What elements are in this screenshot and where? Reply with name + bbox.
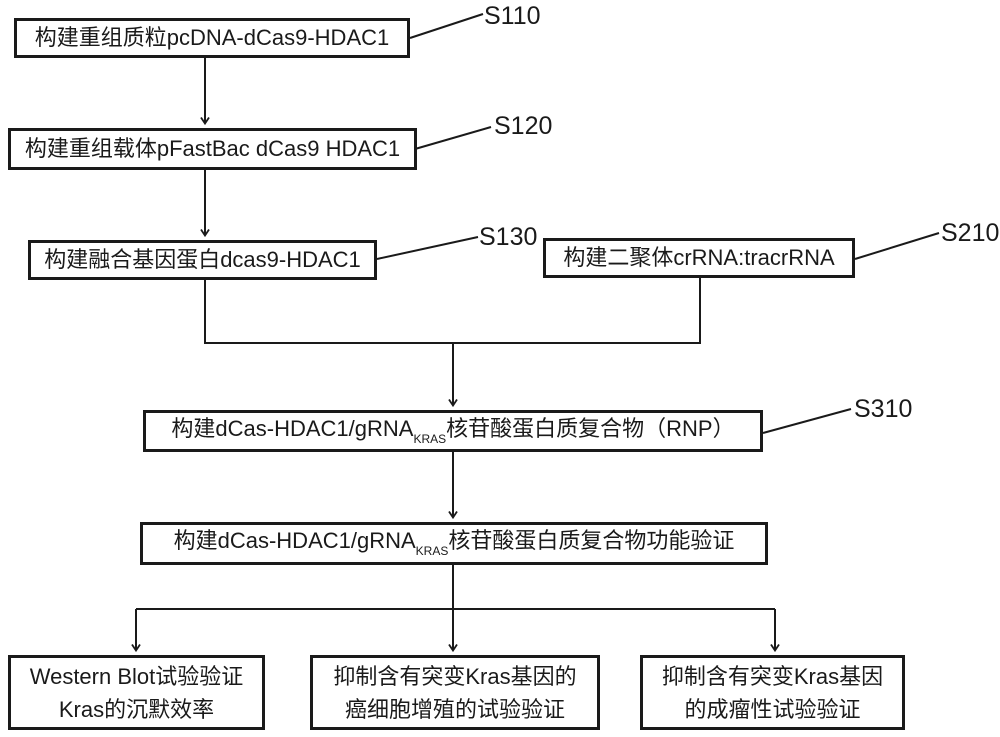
step-label-s130: S130 (479, 223, 538, 251)
flow-box-label-line1: Western Blot试验验证 (29, 663, 244, 689)
step-label-s310: S310 (854, 395, 913, 423)
flow-box-tumorigenicity-validation: 抑制含有突变Kras基因 的成瘤性试验验证 (640, 655, 905, 730)
flow-box-build-rnp-complex: 构建dCas-HDAC1/gRNAKRAS核苷酸蛋白质复合物（RNP） (143, 410, 763, 452)
step-label-s210: S210 (941, 219, 1000, 247)
flow-box-label-line2: 癌细胞增殖的试验验证 (344, 696, 565, 722)
flow-box-label: 构建dCas-HDAC1/gRNAKRAS核苷酸蛋白质复合物功能验证 (174, 527, 735, 559)
func-label-suffix: 核苷酸蛋白质复合物功能验证 (448, 528, 735, 554)
callout-line-s310 (762, 408, 852, 434)
flow-box-proliferation-validation: 抑制含有突变Kras基因的 癌细胞增殖的试验验证 (310, 655, 600, 730)
flow-box-label-line2: Kras的沉默效率 (58, 696, 215, 722)
func-label-prefix: 构建dCas-HDAC1/gRNA (173, 528, 416, 554)
flow-box-build-fusion-protein: 构建融合基因蛋白dcas9-HDAC1 (28, 240, 377, 280)
func-label-subscript: KRAS (415, 544, 449, 559)
flow-box-label: 构建二聚体crRNA:tracrRNA (563, 244, 835, 270)
flow-box-label-line1: 抑制含有突变Kras基因 (661, 663, 884, 689)
flow-box-label: 构建重组载体pFastBac dCas9 HDAC1 (24, 135, 401, 161)
rnp-label-prefix: 构建dCas-HDAC1/gRNA (171, 415, 414, 441)
step-label-s120: S120 (494, 112, 553, 140)
step-label-s110: S110 (484, 2, 541, 30)
flow-box-rnp-function-validation: 构建dCas-HDAC1/gRNAKRAS核苷酸蛋白质复合物功能验证 (140, 522, 768, 565)
rnp-label-suffix: 核苷酸蛋白质复合物（RNP） (446, 415, 735, 441)
flow-box-label: 构建融合基因蛋白dcas9-HDAC1 (44, 246, 361, 272)
flow-box-label: 构建重组质粒pcDNA-dCas9-HDAC1 (34, 24, 390, 50)
flow-box-label-line2: 的成瘤性试验验证 (684, 696, 861, 722)
callout-line-s210 (854, 232, 940, 260)
flow-box-build-plasmid: 构建重组质粒pcDNA-dCas9-HDAC1 (14, 18, 410, 58)
callout-line-s120 (414, 126, 492, 150)
callout-line-s130 (376, 236, 479, 260)
rnp-label-subscript: KRAS (413, 431, 447, 446)
flow-box-label-line1: 抑制含有突变Kras基因的 (333, 663, 577, 689)
callout-line-s110 (409, 13, 484, 39)
flow-box-western-blot-validation: Western Blot试验验证 Kras的沉默效率 (8, 655, 265, 730)
flow-box-label: 构建dCas-HDAC1/gRNAKRAS核苷酸蛋白质复合物（RNP） (171, 415, 734, 447)
flow-box-build-dimer: 构建二聚体crRNA:tracrRNA (543, 238, 855, 278)
flow-box-build-vector: 构建重组载体pFastBac dCas9 HDAC1 (8, 128, 417, 170)
